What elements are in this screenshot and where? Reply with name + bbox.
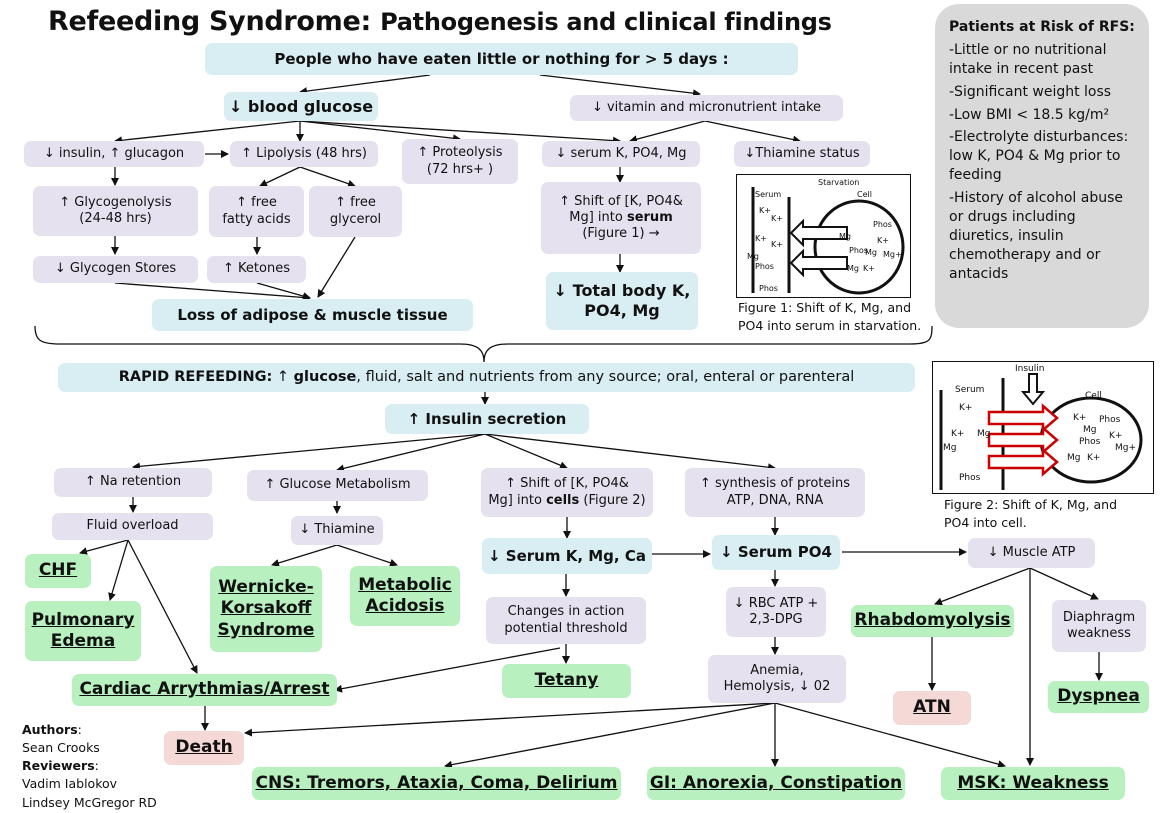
risk-item: -Little or no nutritional intake in rece… <box>949 41 1107 77</box>
svg-text:K+: K+ <box>771 214 783 223</box>
svg-text:K+: K+ <box>877 236 889 245</box>
svg-text:K+: K+ <box>959 403 972 413</box>
outcome-metabolic-acidosis: Metabolic Acidosis <box>350 566 460 626</box>
risk-item: -Electrolyte disturbances: low K, PO4 & … <box>949 129 1129 184</box>
node-muscle-atp: ↓ Muscle ATP <box>968 538 1095 568</box>
node-na-retention: ↑ Na retention <box>54 468 212 497</box>
svg-text:Mg: Mg <box>839 232 851 241</box>
node-blood-glucose: ↓ blood glucose <box>224 92 378 121</box>
node-thiamine-down: ↓ Thiamine <box>291 516 383 545</box>
svg-text:Mg: Mg <box>977 429 990 439</box>
outcome-dyspnea: Dyspnea <box>1048 681 1149 713</box>
svg-text:Mg: Mg <box>1083 425 1096 435</box>
outcome-cns: CNS: Tremors, Ataxia, Coma, Delirium <box>252 767 621 800</box>
svg-text:K+: K+ <box>755 234 767 243</box>
node-people-fasting: People who have eaten little or nothing … <box>205 43 798 75</box>
svg-text:Phos: Phos <box>873 220 892 229</box>
svg-text:K+: K+ <box>771 240 783 249</box>
figure-1-caption: Figure 1: Shift of K, Mg, and PO4 into s… <box>738 300 922 333</box>
node-proteolysis: ↑ Proteolysis (72 hrs+ ) <box>402 139 518 184</box>
svg-text:Phos: Phos <box>759 284 778 293</box>
node-rbc-atp: ↓ RBC ATP + 2,3-DPG <box>726 587 826 637</box>
fig2-label-top: Insulin <box>1015 364 1044 374</box>
node-free-glycerol: ↑ free glycerol <box>309 186 402 237</box>
svg-text:K+: K+ <box>759 206 771 215</box>
node-insulin-glucagon: ↓ insulin, ↑ glucagon <box>24 141 204 167</box>
figure-1-diagram: Starvation Serum Cell K+ K+ K+ K+ Mg Pho… <box>747 178 905 295</box>
outcome-pulmonary-edema: Pulmonary Edema <box>25 601 141 661</box>
fig2-cell-label: Cell <box>1085 391 1102 401</box>
credits: Authors: Sean Crooks Reviewers: Vadim Ia… <box>22 722 157 810</box>
node-action-potential: Changes in action potential threshold <box>486 597 646 644</box>
risk-factors-panel: Patients at Risk of RFS: -Little or no n… <box>935 4 1149 328</box>
svg-text:K+: K+ <box>1087 453 1100 463</box>
svg-text:Phos: Phos <box>1099 415 1121 425</box>
figure-1-starvation: Starvation Serum Cell K+ K+ K+ K+ Mg Pho… <box>736 174 911 298</box>
risk-title: Patients at Risk of RFS: <box>949 19 1135 35</box>
node-lipolysis: ↑ Lipolysis (48 hrs) <box>230 141 378 167</box>
node-fluid-overload: Fluid overload <box>52 513 213 540</box>
risk-item: -Low BMI < 18.5 kg/m² <box>949 106 1110 123</box>
fig1-cell-label: Cell <box>857 190 872 199</box>
node-total-body: ↓ Total body K, PO4, Mg <box>546 272 698 330</box>
node-insulin-secretion: ↑ Insulin secretion <box>385 404 589 434</box>
node-rapid-refeeding: RAPID REFEEDING: ↑ glucose, fluid, salt … <box>58 363 915 392</box>
risk-item: -Significant weight loss <box>949 83 1112 100</box>
svg-text:Mg: Mg <box>865 248 877 257</box>
outcome-cardiac-arrythmias: Cardiac Arrythmias/Arrest <box>72 674 337 706</box>
node-diaphragm-weakness: Diaphragm weakness <box>1052 600 1146 652</box>
svg-text:Mg+: Mg+ <box>1115 443 1136 453</box>
node-ketones: ↑ Ketones <box>207 256 306 283</box>
node-glycogenolysis: ↑ Glycogenolysis (24-48 hrs) <box>33 186 198 236</box>
outcome-rhabdomyolysis: Rhabdomyolysis <box>851 605 1014 637</box>
svg-text:Phos: Phos <box>755 262 774 271</box>
fig1-serum-label: Serum <box>755 190 781 199</box>
svg-text:K+: K+ <box>1109 431 1122 441</box>
fig1-label-top: Starvation <box>818 178 859 187</box>
svg-text:K+: K+ <box>951 429 964 439</box>
node-shift-into-serum: ↑ Shift of [K, PO4& Mg] into serum (Figu… <box>541 182 701 254</box>
svg-text:K+: K+ <box>863 264 875 273</box>
svg-text:K+: K+ <box>1073 413 1086 423</box>
svg-text:Mg: Mg <box>747 252 759 261</box>
svg-text:Mg: Mg <box>943 443 956 453</box>
svg-text:Phos: Phos <box>849 246 868 255</box>
node-serum-po4: ↓ Serum PO4 <box>712 535 840 570</box>
outcome-death: Death <box>164 731 244 765</box>
risk-item: -History of alcohol abuse or drugs inclu… <box>949 190 1124 282</box>
node-loss-adipose: Loss of adipose & muscle tissue <box>152 299 473 331</box>
node-serum-k-po4-mg: ↓ serum K, PO4, Mg <box>542 141 700 167</box>
figure-2-caption: Figure 2: Shift of K, Mg, and PO4 into c… <box>944 497 1118 530</box>
svg-text:Mg: Mg <box>1067 453 1080 463</box>
node-anemia-hemolysis: Anemia, Hemolysis, ↓ 02 <box>708 655 846 703</box>
outcome-gi: GI: Anorexia, Constipation <box>647 767 905 800</box>
node-glycogen-stores: ↓ Glycogen Stores <box>33 256 198 283</box>
node-synthesis: ↑ synthesis of proteins ATP, DNA, RNA <box>685 468 865 517</box>
figure-2-refeeding: Insulin Serum Cell K+ K+ Mg Mg Phos K+ P… <box>932 361 1154 494</box>
node-free-fatty-acids: ↑ free fatty acids <box>209 186 304 237</box>
outcome-atn: ATN <box>893 691 971 725</box>
outcome-msk: MSK: Weakness <box>941 767 1125 800</box>
node-vitamin-intake: ↓ vitamin and micronutrient intake <box>570 95 843 121</box>
node-thiamine-status: ↓Thiamine status <box>734 141 870 167</box>
outcome-tetany: Tetany <box>502 664 631 698</box>
svg-text:Phos: Phos <box>1079 437 1101 447</box>
svg-text:Mg: Mg <box>847 264 859 273</box>
page-title: Refeeding Syndrome: Pathogenesis and cli… <box>48 6 832 37</box>
node-serum-k-mg-ca: ↓ Serum K, Mg, Ca <box>482 538 652 574</box>
svg-text:Mg+: Mg+ <box>883 250 902 259</box>
node-shift-into-cells: ↑ Shift of [K, PO4& Mg] into cells (Figu… <box>481 468 653 517</box>
figure-2-diagram: Insulin Serum Cell K+ K+ Mg Mg Phos K+ P… <box>939 364 1143 490</box>
outcome-wernicke-korsakoff: Wernicke-Korsakoff Syndrome <box>210 566 322 652</box>
outcome-chf: CHF <box>25 554 91 588</box>
fig2-serum-label: Serum <box>955 385 984 395</box>
svg-text:Phos: Phos <box>959 473 981 483</box>
node-glucose-metabolism: ↑ Glucose Metabolism <box>247 470 428 501</box>
